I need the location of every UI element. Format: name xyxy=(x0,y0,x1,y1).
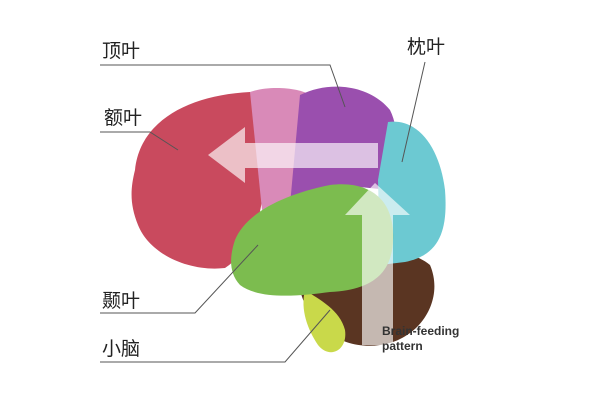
temporal-leader-line xyxy=(100,244,259,314)
occipital-leader-line xyxy=(401,61,426,163)
brainstem-region xyxy=(303,290,346,353)
caption-line-1: Brain-feeding xyxy=(382,324,460,338)
label-cerebellum: 小脑 xyxy=(102,338,141,360)
occipital-lobe-region xyxy=(378,121,446,265)
horizontal-arrow xyxy=(208,127,378,183)
cerebellum-leader-line xyxy=(100,309,331,363)
frontal-leader-line xyxy=(100,131,179,151)
label-temporal: 颞叶 xyxy=(102,290,141,312)
parietal-leader-line xyxy=(100,64,346,108)
label-occipital: 枕叶 xyxy=(407,36,446,58)
label-parietal: 顶叶 xyxy=(102,40,141,62)
caption-line-2: pattern xyxy=(382,339,423,353)
vertical-arrow xyxy=(345,183,410,345)
caption: Brain-feeding pattern xyxy=(382,324,459,354)
label-frontal: 额叶 xyxy=(104,107,143,129)
